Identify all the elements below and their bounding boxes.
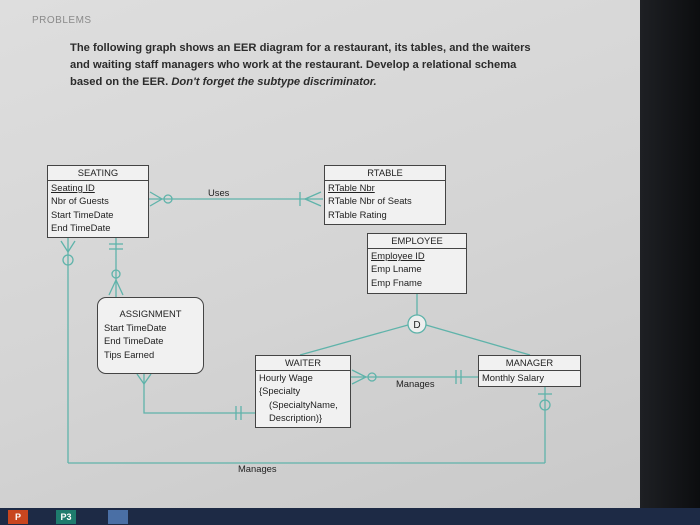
assignment-entity: ASSIGNMENT Start TimeDate End TimeDate T…	[97, 297, 204, 374]
section-label: PROBLEMS	[32, 15, 92, 26]
problem-line-3-emphasis: Don't forget the subtype discriminator.	[171, 76, 377, 88]
rtable-attr-rating: RTable Rating	[328, 208, 387, 220]
manager-entity: MANAGER Monthly Salary	[478, 355, 581, 387]
seating-entity: SEATING Seating ID Nbr of Guests Start T…	[47, 165, 149, 238]
assignment-crowfoot-top	[108, 278, 124, 296]
seating-attr-nbr-of-guests: Nbr of Guests	[51, 195, 109, 207]
seating-optional-circle	[163, 194, 173, 204]
problem-line-2: and waiting staff managers who work at t…	[70, 59, 517, 71]
assignment-title: ASSIGNMENT	[119, 308, 182, 319]
assignment-optional-circle	[111, 269, 121, 279]
document-screen: PROBLEMS The following graph shows an EE…	[0, 0, 640, 508]
waiter-optional-circle	[367, 372, 377, 382]
monitor-bezel	[640, 0, 700, 525]
employee-attr-emp-fname: Emp Fname	[371, 276, 423, 288]
assignment-crowfoot-bottom	[136, 373, 152, 386]
subtype-discriminator-label: D	[413, 320, 420, 331]
employee-attr-emp-lname: Emp Lname	[371, 263, 422, 275]
manages-label-top: Manages	[396, 378, 435, 389]
d-manager-line	[425, 324, 531, 356]
taskbar	[0, 508, 700, 525]
employee-entity: EMPLOYEE Employee ID Emp Lname Emp Fname	[367, 233, 467, 294]
left-optional-circle	[62, 254, 74, 266]
assignment-attr-tips-earned: Tips Earned	[104, 348, 155, 360]
rtable-entity: RTABLE RTable Nbr RTable Nbr of Seats RT…	[324, 165, 446, 225]
eer-connectors: D	[60, 191, 552, 464]
seating-attr-start-timedate: Start TimeDate	[51, 208, 114, 220]
manager-title: MANAGER	[479, 356, 580, 371]
problem-line-1: The following graph shows an EER diagram…	[70, 42, 531, 54]
manager-attr-monthly-salary: Monthly Salary	[482, 372, 545, 383]
waiter-attr-description: Description)}	[269, 412, 323, 424]
problem-statement: The following graph shows an EER diagram…	[70, 40, 550, 91]
rtable-title: RTABLE	[325, 166, 445, 181]
powerpoint-icon[interactable]: P	[8, 510, 28, 524]
employee-title: EMPLOYEE	[368, 234, 466, 249]
app-icon[interactable]	[108, 510, 128, 524]
waiter-attr-specialty: {Specialty	[259, 385, 301, 397]
seating-attr-end-timedate: End TimeDate	[51, 222, 111, 234]
assignment-attr-start-timedate: Start TimeDate	[104, 322, 167, 333]
waiter-crowfoot	[351, 369, 368, 385]
waiter-entity: WAITER Hourly Wage {Specialty (Specialty…	[255, 355, 351, 428]
rtable-attr-nbr-of-seats: RTable Nbr of Seats	[328, 195, 412, 207]
rtable-crowfoot	[303, 191, 322, 207]
seating-crowfoot	[149, 191, 164, 207]
employee-attr-employee-id: Employee ID	[371, 250, 425, 261]
seating-title: SEATING	[48, 166, 148, 181]
waiter-attr-specialty-name: (SpecialtyName,	[269, 398, 338, 410]
waiter-attr-hourly-wage: Hourly Wage	[259, 372, 313, 383]
assignment-attr-end-timedate: End TimeDate	[104, 335, 164, 347]
uses-label: Uses	[208, 187, 230, 198]
left-crowfoot-top	[60, 240, 76, 254]
assignment-waiter-line	[143, 374, 255, 414]
manages-label-bottom: Manages	[238, 463, 277, 474]
problem-line-3: based on the EER. Don't forget the subty…	[70, 74, 550, 91]
waiter-title: WAITER	[256, 356, 350, 371]
manager-down-circle	[539, 399, 551, 411]
rtable-attr-rtable-nbr: RTable Nbr	[328, 182, 375, 193]
subtype-discriminator-circle	[407, 314, 427, 334]
problem-line-3-text: based on the EER.	[70, 76, 172, 88]
seating-attr-seating-id: Seating ID	[51, 182, 95, 193]
publisher-icon[interactable]: P3	[56, 510, 76, 524]
d-waiter-line	[299, 324, 409, 356]
